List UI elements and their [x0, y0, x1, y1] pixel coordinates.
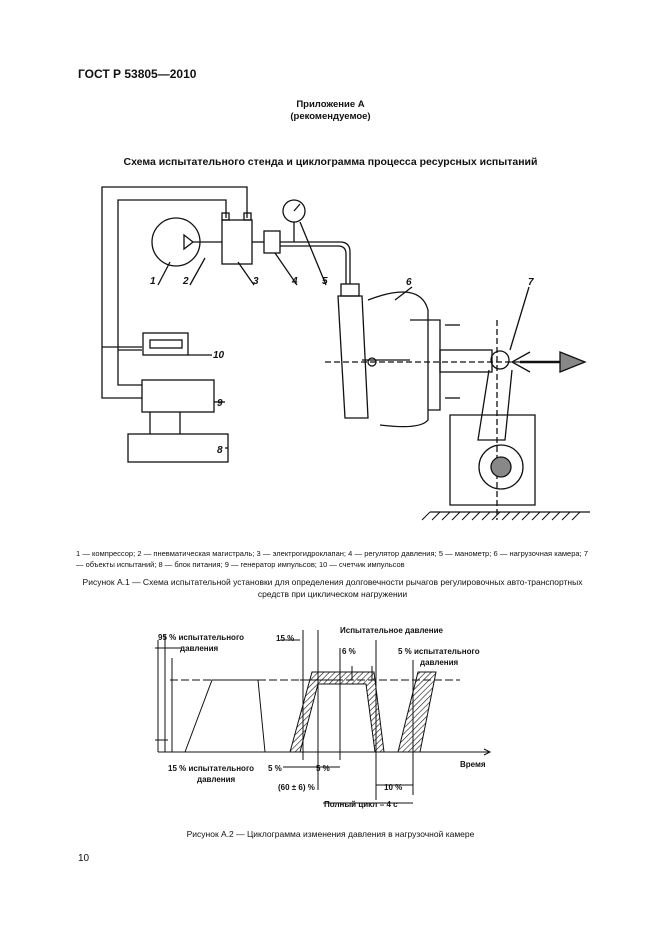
legend-item-1: 1 — компрессор; [76, 549, 138, 558]
label-p15-bottom-1: 15 % испытательного [168, 764, 254, 773]
label-p15-top: 15 % [276, 634, 294, 643]
label-10: 10 [213, 350, 225, 361]
legend-item-10: 10 — счетчик импульсов [318, 560, 405, 569]
page-number: 10 [78, 853, 90, 864]
figure2-caption: Рисунок А.2 — Циклограмма изменения давл… [186, 829, 475, 839]
label-test-pressure: Испытательное давление [340, 626, 444, 635]
label-full-cycle: Полный цикл = 4 с [324, 800, 398, 809]
label-2: 2 [182, 276, 189, 287]
figure1-caption: Рисунок А.1 — Схема испытательной устано… [82, 577, 583, 599]
label-7: 7 [528, 277, 534, 288]
label-p5-a: 5 % [268, 764, 282, 773]
legend-item-9: 9 — генератор импульсов; [224, 560, 319, 569]
label-1: 1 [150, 276, 156, 287]
legend-item-5: 5 — манометр; [438, 549, 494, 558]
label-4: 4 [291, 276, 298, 287]
standard-header: ГОСТ Р 53805—2010 [78, 67, 197, 81]
legend-item-2: 2 — пневматическая магистраль; [137, 549, 257, 558]
legend-item-3: 3 — электрогидроклапан; [256, 549, 349, 558]
legend-item-6: 6 — нагрузочная камера; [493, 549, 584, 558]
annex-line-1: Приложение А [296, 99, 365, 110]
legend-item-7: 7 — объекты испытаний; [76, 549, 589, 569]
label-p15-bottom-2: давления [197, 775, 236, 784]
legend-item-8: 8 — блок питания; [158, 560, 225, 569]
annex-line-2: (рекомендуемое) [290, 111, 371, 122]
legend-text: 1 — компрессор; 2 — пневматическая магис… [76, 549, 588, 569]
label-p10: 10 % [384, 783, 402, 792]
label-p5-right-2: давления [420, 658, 459, 667]
label-9: 9 [217, 398, 223, 409]
legend-item-4: 4 — регулятор давления; [348, 549, 439, 558]
label-time: Время [460, 760, 486, 769]
figure1-legend: 1 — компрессор; 2 — пневматическая магис… [76, 548, 588, 570]
label-p95-1: 95 % испытательного [158, 633, 244, 642]
label-6: 6 [406, 277, 412, 288]
label-p5-b: 5 % [316, 764, 330, 773]
label-p5-right-1: 5 % испытательного [398, 647, 480, 656]
annex-heading: Приложение А (рекомендуемое) [0, 99, 661, 123]
label-3: 3 [253, 276, 259, 287]
label-p95-2: давления [180, 644, 219, 653]
label-p6: 6 % [342, 647, 356, 656]
section-title: Схема испытательного стенда и циклограмм… [123, 156, 538, 168]
label-8: 8 [217, 445, 223, 456]
label-5: 5 [322, 276, 328, 287]
label-p60: (60 ± 6) % [278, 783, 315, 792]
